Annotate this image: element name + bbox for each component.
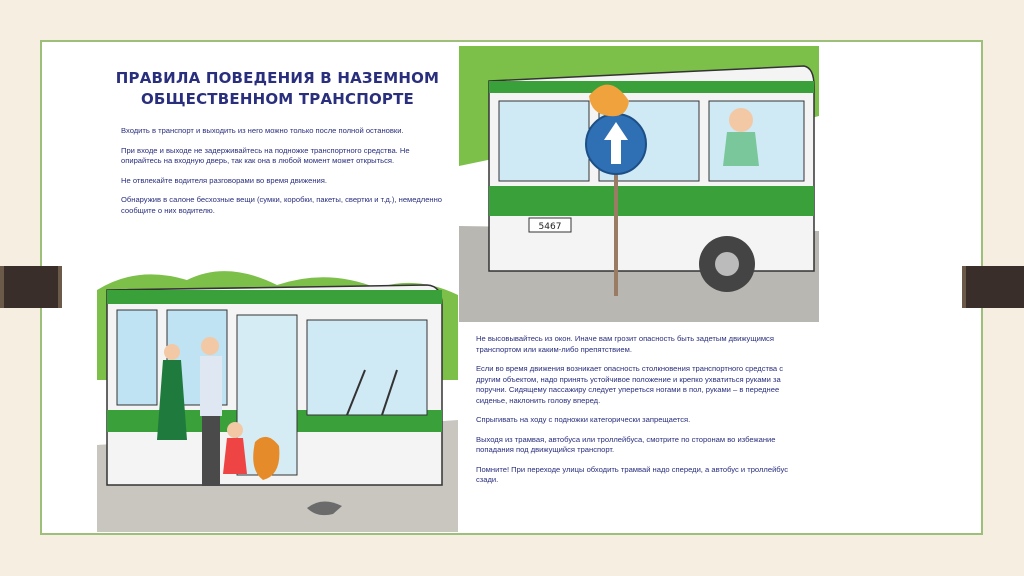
rule-text: Не высовывайтесь из окон. Иначе вам гроз… — [476, 334, 774, 354]
man-head — [201, 337, 219, 355]
window-danger-illustration: 5467 — [459, 46, 819, 322]
girl-shirt — [723, 132, 759, 166]
sign-arrow-icon — [604, 122, 628, 164]
rule-text: Обнаружив в салоне бесхозные вещи (сумки… — [121, 195, 443, 215]
bus-wheel-hub — [715, 252, 739, 276]
right-tab-marker — [962, 266, 1024, 308]
sign-pole — [614, 126, 618, 296]
rule-text: Входить в транспорт и выходить из него м… — [121, 126, 404, 135]
bus-stripe-top — [489, 81, 814, 93]
man-shirt — [200, 356, 222, 416]
rule-text: Не отвлекайте водителя разговорами во вр… — [121, 175, 327, 185]
bus-stripe-middle — [489, 186, 814, 216]
cat — [253, 436, 280, 480]
left-rules-list: Входить в транспорт и выходить из него м… — [121, 126, 446, 225]
bus-window — [708, 100, 805, 182]
girl-head — [227, 422, 243, 438]
rule-text: Выходя из трамвая, автобуса или троллейб… — [476, 434, 776, 455]
rule-text: При входе и выходе не задерживайтесь на … — [121, 145, 410, 166]
bus-front-windshield — [306, 319, 428, 416]
bus-window — [116, 309, 158, 406]
rule-text: Спрыгивать на ходу с подножки категориче… — [476, 415, 691, 424]
bus-stop-illustration — [97, 260, 458, 532]
license-plate-number: 5467 — [539, 222, 562, 232]
page-title: ПРАВИЛА ПОВЕДЕНИЯ В НАЗЕМНОМ ОБЩЕСТВЕННО… — [97, 68, 458, 110]
woman-head — [164, 344, 180, 360]
title-line-1: ПРАВИЛА ПОВЕДЕНИЯ В НАЗЕМНОМ — [115, 69, 440, 87]
title-line-2: ОБЩЕСТВЕННОМ ТРАНСПОРТЕ — [140, 90, 415, 108]
wipers — [346, 369, 398, 416]
bus-stripe-top — [107, 290, 442, 304]
left-tab-marker — [0, 266, 62, 308]
woman-dress — [157, 360, 187, 440]
right-rules-list: Не высовывайтесь из окон. Иначе вам гроз… — [476, 334, 806, 495]
license-plate — [528, 217, 572, 233]
bird — [307, 501, 342, 516]
left-page: ПРАВИЛА ПОВЕДЕНИЯ В НАЗЕМНОМ ОБЩЕСТВЕННО… — [97, 46, 458, 532]
girl-head — [729, 108, 753, 132]
man-pants — [202, 416, 220, 486]
rule-text: Если во время движения возникает опаснос… — [476, 364, 784, 405]
rule-text: Помните! При переходе улицы обходить тра… — [476, 464, 788, 485]
girl-dress — [223, 438, 247, 474]
cat — [589, 84, 629, 117]
bus-window — [498, 100, 590, 182]
right-page: 5467 Не высовывайтесь из окон. Иначе вам… — [459, 46, 819, 532]
